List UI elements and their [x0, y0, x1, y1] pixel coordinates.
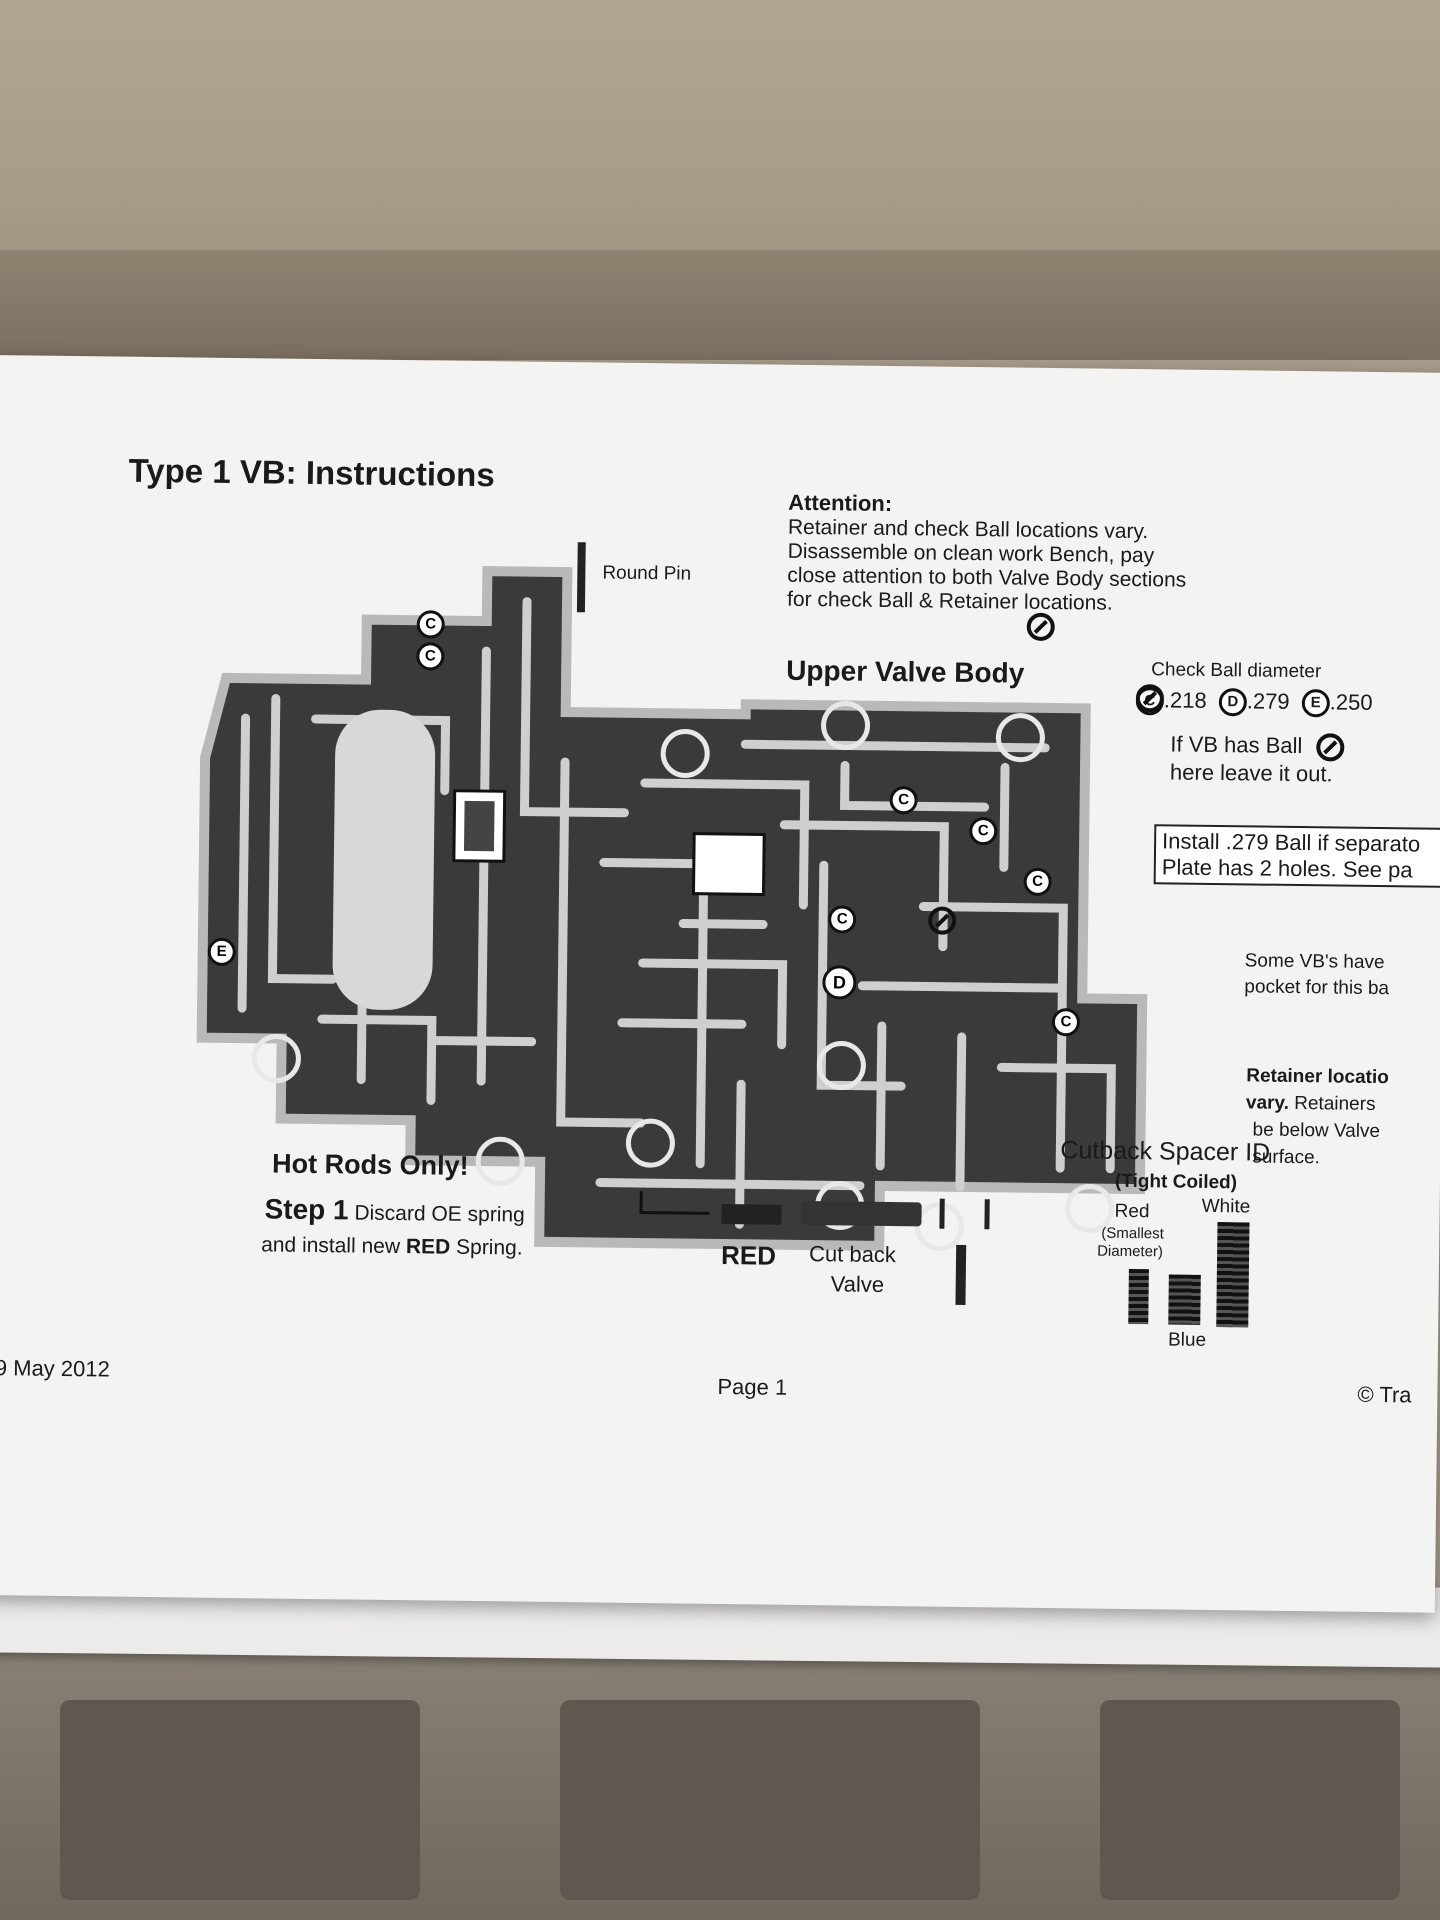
step-label: Step 1	[264, 1193, 349, 1226]
retainer-rings	[251, 700, 1115, 1252]
c-ball-marker: C	[1051, 1008, 1081, 1037]
pocket-note-line: Some VB's have	[1244, 950, 1385, 974]
no-ball-icon	[927, 906, 957, 935]
step-text-bold: RED	[405, 1235, 451, 1259]
d-ball-value: .279	[1246, 688, 1290, 714]
c-ball-marker: C	[969, 817, 998, 846]
retainer-note-bold: vary.	[1245, 1092, 1290, 1114]
step-line-1: Step 1 Discard OE spring	[264, 1193, 525, 1228]
footer-date: 29 May 2012	[0, 1354, 110, 1382]
valve-body-diagram	[196, 566, 1148, 1252]
step-line-2: and install new RED Spring.	[261, 1233, 523, 1260]
pin-graphic	[955, 1244, 967, 1305]
red-label: RED	[720, 1239, 777, 1271]
no-ball-icon	[1026, 612, 1055, 642]
c-ball-marker: C	[416, 610, 445, 639]
no-ball-icon	[1316, 733, 1345, 762]
step-text: Discard OE spring	[354, 1201, 525, 1227]
retainer-note-text: Retainers	[1294, 1092, 1376, 1115]
cutback-valve-label: Cut back	[808, 1241, 897, 1268]
box-flap	[0, 250, 1440, 360]
red-spring-graphic	[721, 1204, 782, 1225]
white-spring-icon	[1216, 1222, 1250, 1328]
retainer-note-bold: Retainer locatio	[1246, 1065, 1389, 1089]
d-ball-icon: D	[1218, 688, 1247, 717]
blue-spacer-label: Blue	[1167, 1329, 1207, 1351]
e-ball-value: .250	[1329, 689, 1373, 715]
c-ball-marker: C	[1023, 867, 1052, 897]
hot-rods-heading: Hot Rods Only!	[271, 1148, 469, 1181]
instruction-sheet: Type 1 VB: Instructions Attention: Retai…	[0, 355, 1440, 1613]
cutback-spacer-subtitle: (Tight Coiled)	[1114, 1170, 1238, 1194]
white-spacer-label: White	[1201, 1195, 1251, 1218]
valve-body-cavity	[332, 709, 436, 1010]
retainer-note: vary. Retainers	[1246, 1092, 1376, 1116]
step-text: and install new	[261, 1233, 401, 1259]
tray-background	[0, 1630, 1440, 1920]
valve-body-outline	[196, 566, 1148, 1251]
c-ball-marker: C	[827, 905, 857, 934]
tray-slot	[60, 1700, 420, 1900]
blue-spring-icon	[1168, 1274, 1201, 1325]
cutback-valve-graphic	[801, 1200, 922, 1227]
step-text: Spring.	[455, 1235, 523, 1260]
retainer-note-line: be below Valve	[1252, 1119, 1381, 1143]
tray-slot	[560, 1700, 980, 1900]
red-spacer-note: Diameter)	[1097, 1242, 1164, 1261]
pocket-note-line: pocket for this ba	[1244, 976, 1390, 1000]
checker-insert	[463, 800, 495, 852]
footer-page: Page 1	[717, 1373, 788, 1400]
footer-copyright: © Tra	[1357, 1381, 1412, 1408]
d-ball-marker: D	[822, 965, 857, 1000]
red-spacer-label: Red	[1114, 1200, 1150, 1223]
e-ball-icon: E	[1301, 689, 1330, 718]
retainer-insert	[691, 832, 766, 897]
c-ball-marker: C	[889, 786, 918, 815]
retainer-note: Retainer locatio	[1246, 1065, 1389, 1089]
red-spacer-note: (Smallest	[1101, 1224, 1164, 1243]
spacer-graphic	[939, 1198, 990, 1230]
page-title: Type 1 VB: Instructions	[128, 451, 495, 494]
red-spring-icon	[1128, 1268, 1149, 1325]
cutback-spacer-title: Cutback Spacer ID	[1060, 1136, 1271, 1167]
e-ball-marker: E	[207, 937, 236, 967]
tray-slot	[1100, 1700, 1400, 1900]
arrow-up-icon	[639, 1191, 643, 1214]
cutback-valve-label: Valve	[830, 1271, 885, 1297]
c-ball-marker: C	[416, 642, 445, 671]
